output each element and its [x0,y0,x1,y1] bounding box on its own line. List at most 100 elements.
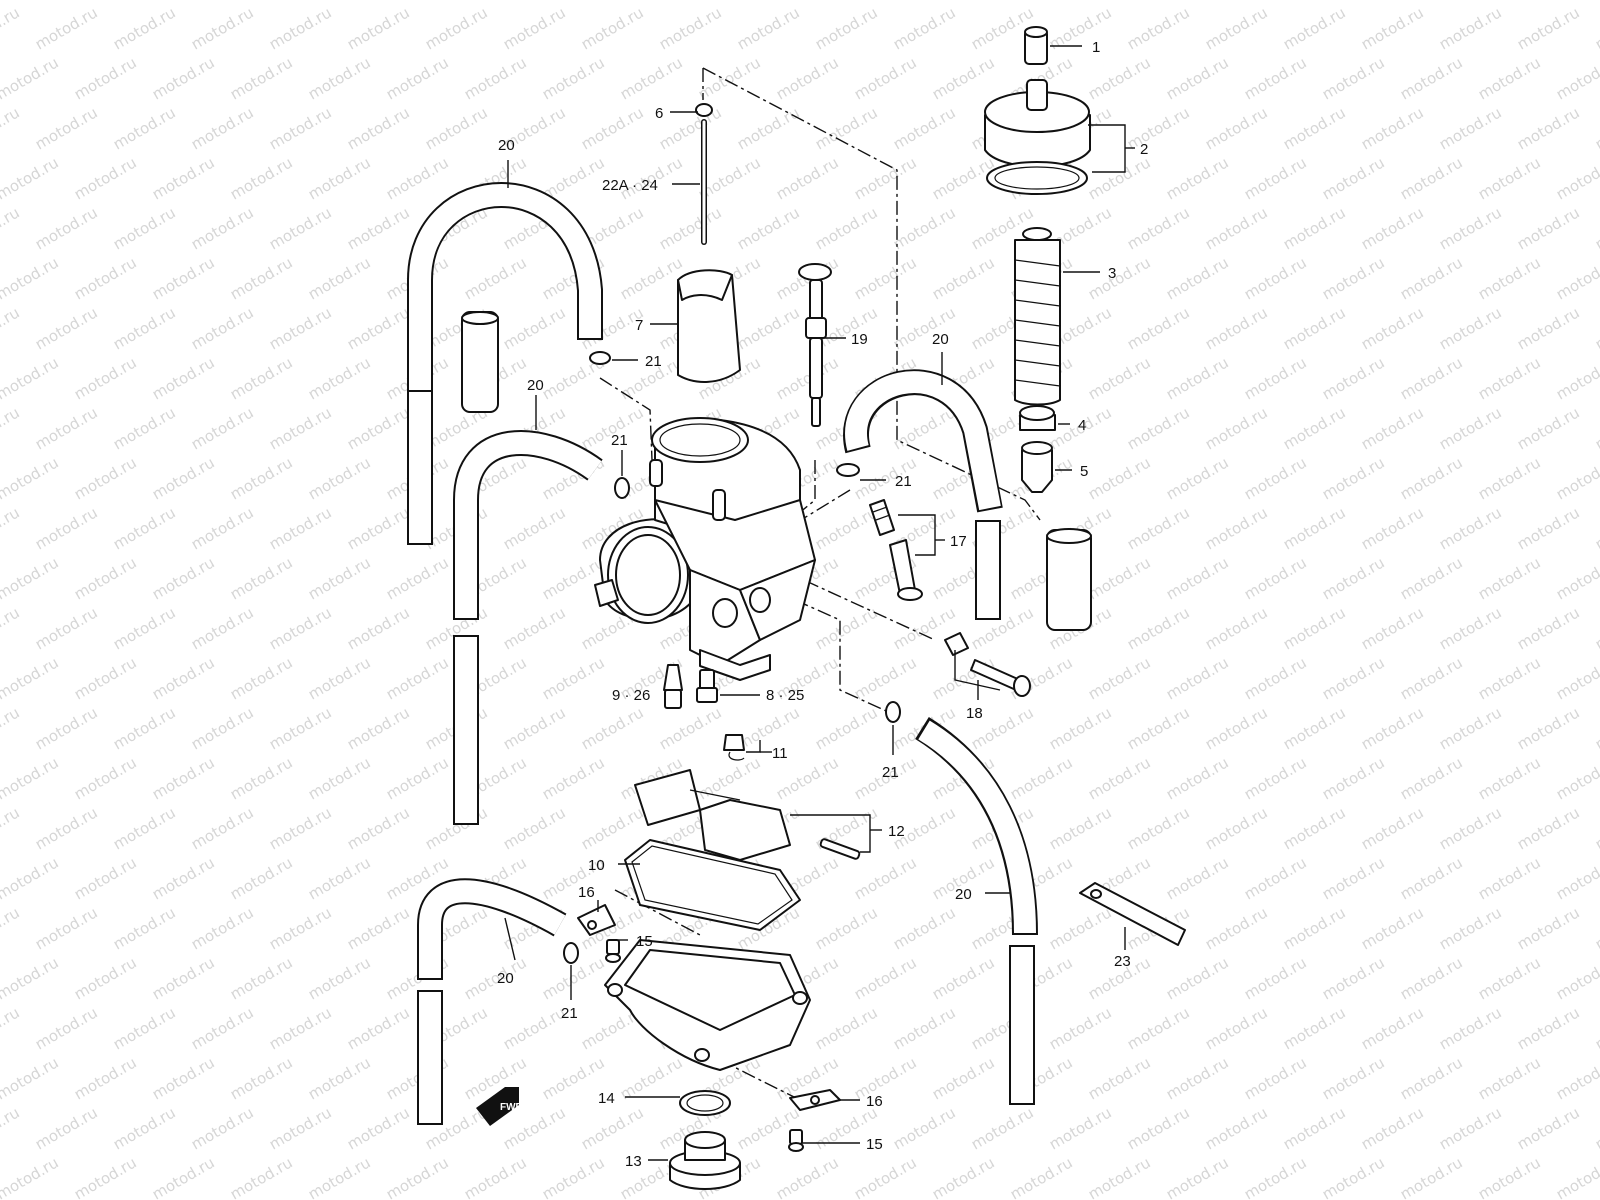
watermark-text: motod.ru [695,753,764,803]
callout-15-lower: 15 [866,1136,883,1153]
watermark-text: motod.ru [1202,603,1271,653]
watermark-text: motod.ru [0,103,23,153]
callout-13: 13 [625,1153,642,1170]
watermark-text: motod.ru [110,703,179,753]
jet-needle-retainer [1021,441,1053,493]
watermark-text: motod.ru [305,853,374,903]
watermark-text: motod.ru [1475,553,1544,603]
watermark-text: motod.ru [383,1153,452,1200]
watermark-text: motod.ru [1319,553,1388,603]
watermark-text: motod.ru [188,103,257,153]
watermark-text: motod.ru [110,303,179,353]
watermark-text: motod.ru [1592,303,1600,353]
carburetor-body [594,417,816,681]
watermark-text: motod.ru [1085,353,1154,403]
watermark-text: motod.ru [1280,603,1349,653]
watermark-text: motod.ru [1514,703,1583,753]
watermark-text: motod.ru [266,303,335,353]
watermark-text: motod.ru [71,453,140,503]
watermark-text: motod.ru [1163,53,1232,103]
watermark-text: motod.ru [1202,103,1271,153]
watermark-text: motod.ru [1007,1153,1076,1200]
watermark-text: motod.ru [1241,0,1310,3]
watermark-text: motod.ru [32,403,101,453]
watermark-text: motod.ru [1163,453,1232,503]
watermark-text: motod.ru [1085,253,1154,303]
watermark-text: motod.ru [344,3,413,53]
watermark-text: motod.ru [851,853,920,903]
callout-9-26: 9 · 26 [612,687,650,704]
watermark-text: motod.ru [1553,253,1600,303]
watermark-text: motod.ru [1280,803,1349,853]
watermark-text: motod.ru [890,403,959,453]
callout-21-a: 21 [645,353,662,370]
watermark-text: motod.ru [383,553,452,603]
watermark-text: motod.ru [110,203,179,253]
watermark-text: motod.ru [1436,1103,1505,1153]
watermark-text: motod.ru [71,553,140,603]
watermark-text: motod.ru [1553,453,1600,503]
watermark-text: motod.ru [188,303,257,353]
watermark-text: motod.ru [1241,853,1310,903]
watermark-text: motod.ru [1319,853,1388,903]
watermark-text: motod.ru [1475,953,1544,1003]
throttle-stop-screw [798,263,832,427]
watermark-text: motod.ru [1553,153,1600,203]
watermark-text: motod.ru [1202,1103,1271,1153]
watermark-text: motod.ru [1241,353,1310,403]
watermark-text: motod.ru [305,553,374,603]
watermark-text: motod.ru [1397,253,1466,303]
watermark-text: motod.ru [773,53,842,103]
watermark-text: motod.ru [1514,1003,1583,1053]
watermark-text: motod.ru [812,603,881,653]
watermark-text: motod.ru [1007,753,1076,803]
watermark-text: motod.ru [1397,1153,1466,1200]
watermark-text: motod.ru [227,653,296,703]
watermark-text: motod.ru [110,803,179,853]
watermark-text: motod.ru [1124,103,1193,153]
pilot-jet [696,669,718,703]
watermark-text: motod.ru [32,203,101,253]
watermark-text: motod.ru [71,253,140,303]
watermark-text: motod.ru [32,1103,101,1153]
watermark-text: motod.ru [188,803,257,853]
watermark-text: motod.ru [617,53,686,103]
drain-plug-o-ring [679,1090,731,1116]
watermark-text: motod.ru [383,153,452,203]
watermark-text: motod.ru [71,53,140,103]
watermark-text: motod.ru [188,3,257,53]
watermark-text: motod.ru [344,503,413,553]
watermark-text: motod.ru [812,203,881,253]
watermark-text: motod.ru [500,3,569,53]
watermark-text: motod.ru [1124,1103,1193,1153]
drain-brackets [577,904,841,1111]
watermark-text: motod.ru [1553,353,1600,403]
watermark-text: motod.ru [1475,53,1544,103]
callout-8-25: 8 · 25 [766,687,804,704]
watermark-text: motod.ru [929,0,998,3]
callout-18: 18 [966,705,983,722]
watermark-text: motod.ru [71,1153,140,1200]
watermark-text: motod.ru [149,153,218,203]
watermark-text: motod.ru [344,1003,413,1053]
watermark-text: motod.ru [656,703,725,753]
watermark-text: motod.ru [851,953,920,1003]
throttle-valve [677,269,741,383]
watermark-text: motod.ru [266,803,335,853]
watermark-text: motod.ru [812,3,881,53]
watermark-text: motod.ru [1514,3,1583,53]
watermark-text: motod.ru [1319,753,1388,803]
watermark-text: motod.ru [0,1003,23,1053]
callout-14: 14 [598,1090,615,1107]
watermark-text: motod.ru [71,153,140,203]
watermark-text: motod.ru [305,1053,374,1103]
watermark-text: motod.ru [851,53,920,103]
watermark-text: motod.ru [1592,1103,1600,1153]
watermark-text: motod.ru [578,803,647,853]
watermark-text: motod.ru [656,3,725,53]
watermark-text: motod.ru [1397,353,1466,403]
watermark-text: motod.ru [1163,253,1232,303]
watermark-text: motod.ru [851,1053,920,1103]
watermark-text: motod.ru [1319,653,1388,703]
watermark-text: motod.ru [0,1053,62,1103]
